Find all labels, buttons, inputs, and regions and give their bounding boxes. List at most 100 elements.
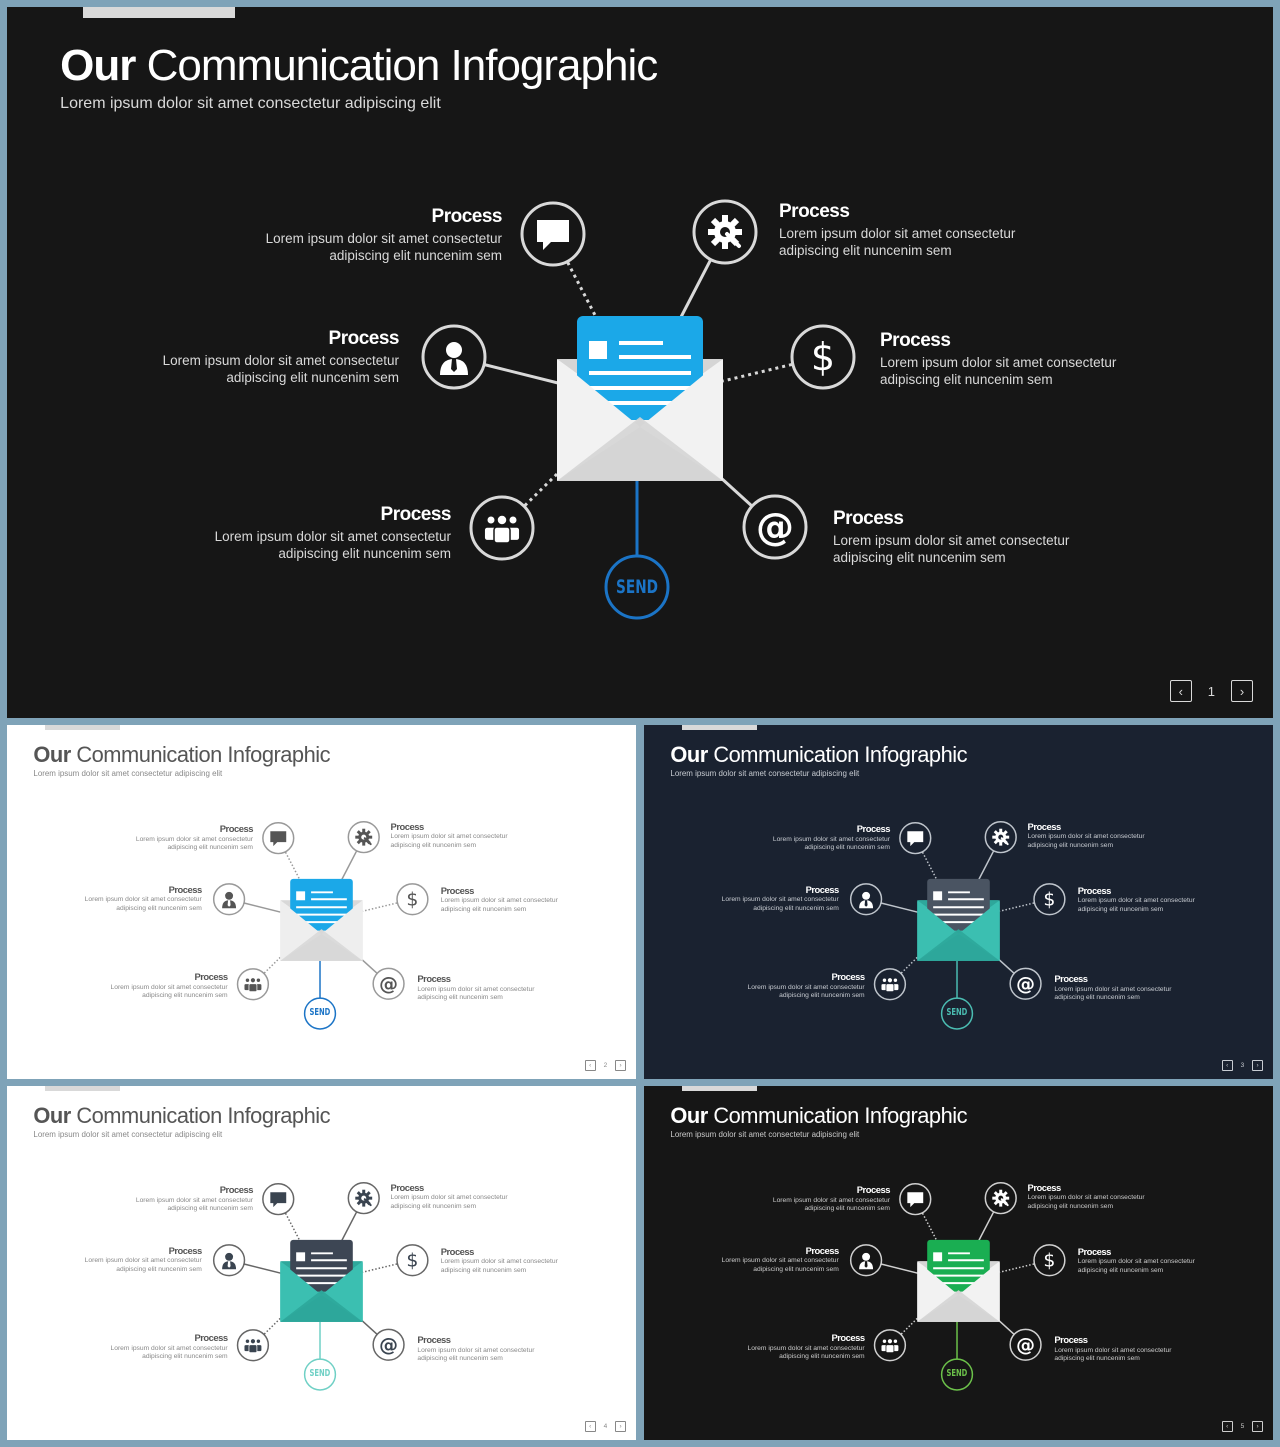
at-sign-icon: @ (1016, 973, 1035, 995)
connector-line (362, 902, 398, 912)
top-tab (44, 1086, 121, 1092)
dollar-icon: $ (406, 1250, 418, 1272)
top-tab (681, 1086, 758, 1092)
at-sign-icon: @ (1016, 1334, 1035, 1356)
send-label[interactable]: SEND (309, 1007, 331, 1019)
speech-bubble-icon (537, 220, 569, 250)
business-person-node (421, 324, 487, 390)
send-label[interactable]: SEND (946, 1007, 968, 1019)
communication-diagram: $ @ (212, 821, 429, 1030)
gear-wrench-node (984, 821, 1017, 854)
process-desc-line2: adipiscing elit nuncenim sem (390, 841, 477, 849)
process-desc-line1: Lorem ipsum dolor sit amet consectetur (214, 528, 451, 544)
dollar-icon: $ (1043, 1250, 1055, 1272)
process-desc-line2: adipiscing elit nuncenim sem (142, 1353, 228, 1361)
title-rest: Communication Infographic (713, 741, 968, 767)
process-label: Process Lorem ipsum dolor sit amet conse… (417, 973, 534, 1003)
process-desc-line2: adipiscing elit nuncenim sem (1054, 1355, 1140, 1363)
title-bold: Our (670, 1102, 708, 1128)
group-icon (243, 1338, 263, 1354)
prev-page-button[interactable]: ‹ (1221, 1060, 1233, 1072)
connector-line (340, 850, 358, 881)
process-title: Process (194, 1332, 228, 1344)
process-title: Process (779, 201, 850, 222)
speech-bubble-node (899, 822, 932, 855)
top-tab (82, 7, 235, 18)
process-desc-line1: Lorem ipsum dolor sit amet consectetur (721, 896, 839, 904)
at-sign-node: @ (1009, 1328, 1042, 1361)
dollar-icon: $ (1043, 889, 1055, 911)
page-subtitle: Lorem ipsum dolor sit amet consectetur a… (33, 768, 223, 778)
at-sign-node: @ (372, 967, 405, 1000)
process-desc-line1: Lorem ipsum dolor sit amet consectetur (772, 1196, 890, 1204)
send-circle (303, 1358, 337, 1391)
process-desc-line2: adipiscing elit nuncenim sem (804, 844, 890, 852)
process-label: Process Lorem ipsum dolor sit amet conse… (1054, 1334, 1171, 1364)
chevron-left-icon: ‹ (1226, 1062, 1229, 1070)
process-desc-line1: Lorem ipsum dolor sit amet consectetur (779, 225, 1016, 241)
connector-line (999, 1263, 1035, 1273)
process-desc-line1: Lorem ipsum dolor sit amet consectetur (135, 1196, 253, 1204)
process-desc-line2: adipiscing elit nuncenim sem (417, 994, 503, 1002)
send-circle (940, 997, 974, 1030)
group-node (469, 495, 535, 561)
process-label: Process Lorem ipsum dolor sit amet conse… (779, 200, 1015, 260)
process-title: Process (440, 1245, 475, 1257)
process-label: Process Lorem ipsum dolor sit amet conse… (135, 823, 254, 853)
process-desc-line1: Lorem ipsum dolor sit amet consectetur (135, 835, 253, 843)
title-bold: Our (670, 741, 708, 767)
group-icon (880, 977, 900, 993)
process-desc-line1: Lorem ipsum dolor sit amet consectetur (1077, 897, 1195, 905)
process-desc-line1: Lorem ipsum dolor sit amet consectetur (1027, 833, 1145, 841)
send-label[interactable]: SEND (946, 1368, 968, 1380)
process-desc-line2: adipiscing elit nuncenim sem (440, 905, 527, 913)
group-icon (243, 977, 263, 993)
business-person-icon (222, 891, 237, 909)
process-desc-line2: adipiscing elit nuncenim sem (779, 1353, 865, 1361)
process-desc-line2: adipiscing elit nuncenim sem (753, 904, 839, 912)
process-title: Process (1077, 884, 1112, 896)
process-label: Process Lorem ipsum dolor sit amet conse… (111, 971, 229, 1001)
prev-page-button[interactable]: ‹ (1169, 680, 1192, 702)
send-label[interactable]: SEND (309, 1368, 331, 1380)
connector-line (881, 902, 918, 913)
at-sign-node: @ (1009, 967, 1042, 1000)
process-title: Process (1054, 1334, 1088, 1346)
next-page-button[interactable]: › (1231, 680, 1253, 702)
process-title: Process (1027, 1181, 1062, 1193)
prev-page-button[interactable]: ‹ (584, 1060, 596, 1072)
page-title: Our Communication Infographic (60, 41, 658, 91)
process-desc-line2: adipiscing elit nuncenim sem (1027, 1202, 1114, 1210)
process-label: Process Lorem ipsum dolor sit amet conse… (441, 885, 558, 915)
process-title: Process (831, 971, 865, 983)
process-desc-line1: Lorem ipsum dolor sit amet consectetur (440, 897, 558, 905)
process-desc-line1: Lorem ipsum dolor sit amet consectetur (1054, 985, 1172, 993)
svg-text:$: $ (406, 889, 418, 911)
connector-line (360, 958, 378, 974)
svg-text:@: @ (1016, 973, 1035, 995)
next-page-button[interactable]: › (615, 1421, 627, 1433)
next-page-button[interactable]: › (1252, 1060, 1264, 1072)
process-label: Process Lorem ipsum dolor sit amet conse… (163, 327, 400, 387)
chevron-left-icon: ‹ (589, 1062, 592, 1070)
send-label[interactable]: SEND (616, 576, 658, 598)
prev-page-button[interactable]: ‹ (1221, 1421, 1233, 1433)
process-label: Process Lorem ipsum dolor sit amet conse… (722, 1245, 840, 1275)
next-page-button[interactable]: › (615, 1060, 627, 1072)
process-desc-line1: Lorem ipsum dolor sit amet consectetur (417, 1346, 535, 1354)
process-title: Process (219, 1184, 254, 1196)
next-page-button[interactable]: › (1252, 1421, 1264, 1433)
gear-wrench-node (347, 821, 380, 854)
process-title: Process (168, 883, 203, 895)
process-label: Process Lorem ipsum dolor sit amet conse… (773, 823, 891, 853)
prev-page-button[interactable]: ‹ (584, 1421, 596, 1433)
process-desc-line2: adipiscing elit nuncenim sem (440, 1266, 527, 1274)
process-title: Process (880, 330, 951, 351)
process-label: Process Lorem ipsum dolor sit amet conse… (748, 971, 866, 1001)
connector-line (921, 851, 938, 881)
group-icon (483, 514, 521, 544)
